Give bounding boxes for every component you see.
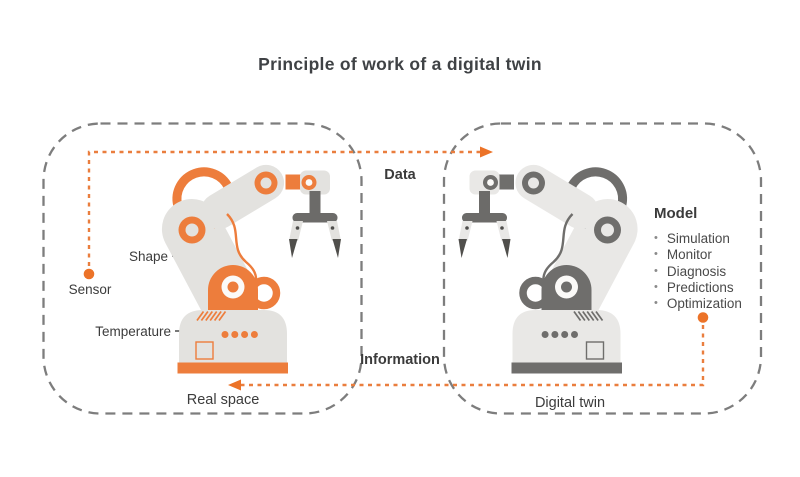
real-space-label: Real space — [186, 392, 260, 408]
real-robot-illustration — [151, 158, 341, 374]
model-list-item: Optimization — [654, 296, 742, 312]
information-flow-line — [241, 325, 705, 387]
model-list-item: Monitor — [654, 247, 742, 263]
model-list: Simulation Monitor Diagnosis Predictions… — [654, 231, 742, 312]
model-list-item: Diagnosis — [654, 264, 742, 280]
information-flow-arrowhead — [228, 379, 241, 391]
information-flow-label: Information — [360, 352, 440, 368]
data-flow-line — [87, 150, 480, 266]
digital-twin-box-outline — [442, 122, 763, 415]
digital-twin-robot-illustration — [458, 158, 649, 374]
data-flow-label: Data — [384, 167, 416, 183]
model-list-item: Simulation — [654, 231, 742, 247]
model-panel: Model Simulation Monitor Diagnosis Predi… — [654, 205, 742, 312]
model-list-item: Predictions — [654, 280, 742, 296]
digital-twin-label: Digital twin — [534, 395, 606, 411]
sensor-dot — [83, 268, 95, 280]
shape-label: Shape — [128, 249, 168, 264]
data-flow-arrowhead — [480, 146, 493, 158]
sensor-label: Sensor — [68, 282, 112, 297]
model-title: Model — [654, 205, 698, 222]
model-dot — [697, 312, 709, 323]
diagram-title: Principle of work of a digital twin — [258, 54, 542, 74]
temperature-label: Temperature — [95, 324, 171, 339]
real-space-box-outline — [42, 122, 363, 415]
